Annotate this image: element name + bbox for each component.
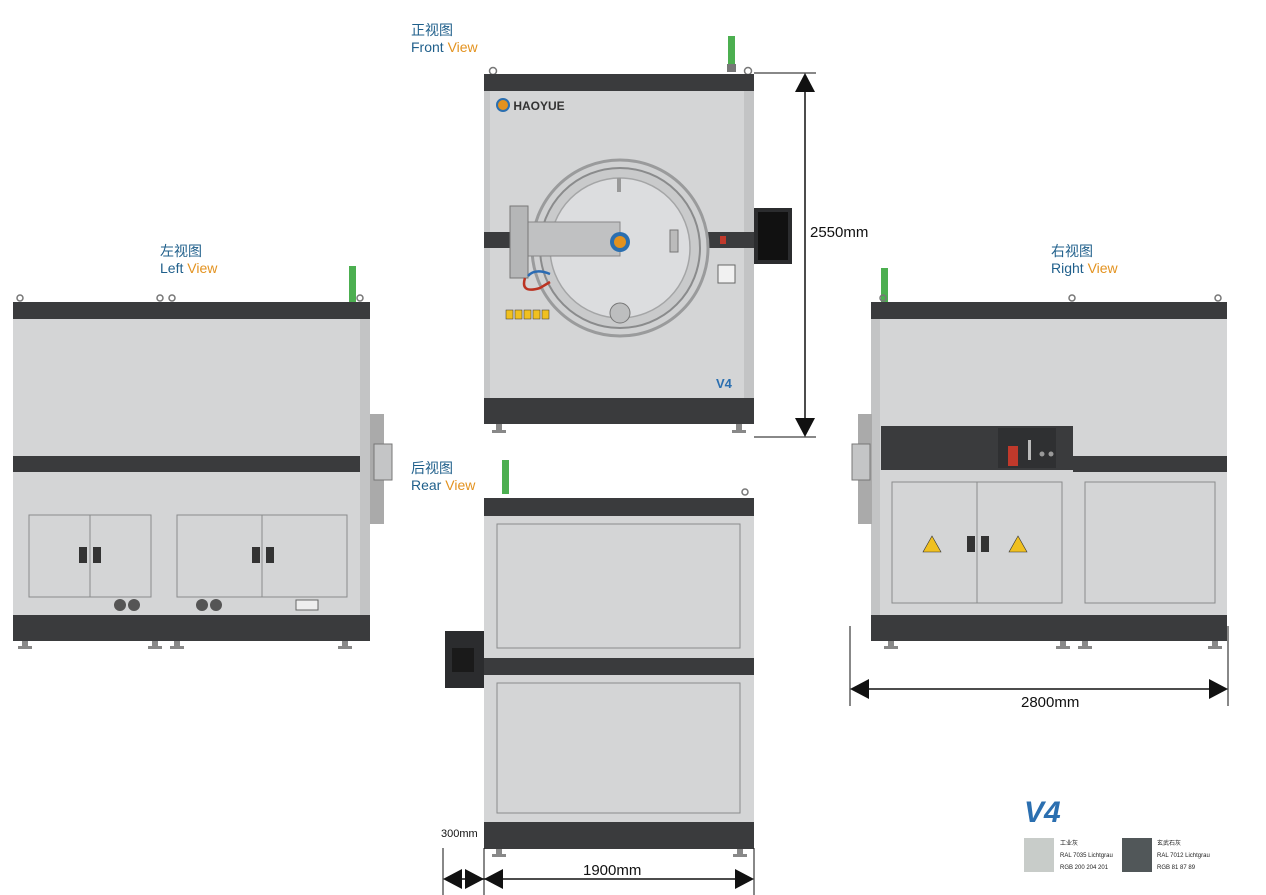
rear-view-label: 后视图 Rear View [411,460,475,494]
front-view-label-en: Front View [411,39,478,55]
left-view [8,264,398,654]
left-view-label-cn: 左视图 [160,243,202,259]
right-view-label: 右视图 Right View [1051,243,1118,277]
haoyue-logo: HAOYUE [496,98,565,113]
swatch-light-grey-ral: RAL 7035 Lichtgrau [1060,853,1113,859]
rear-view-label-cn: 后视图 [411,460,453,476]
height-dimension: 2550mm [810,224,869,241]
front-view: HAOYUE V4 [480,36,820,441]
legend-model-text: V4 [1024,796,1061,829]
length-dimension: 2800mm [1021,694,1080,711]
right-view-label-en: Right View [1051,260,1118,276]
swatch-basalt-grey-color [1122,838,1152,872]
left-view-label: 左视图 Left View [160,243,217,277]
rear-view [438,456,768,895]
haoyue-logo-icon [496,98,510,112]
swatch-light-grey-color [1024,838,1054,872]
model-badge: V4 [716,376,732,391]
width-dimension: 1900mm [583,862,642,879]
swatch-basalt-grey-rgb: RGB 81 87 89 [1157,865,1196,871]
front-view-label-cn: 正视图 [411,22,453,38]
swatch-basalt-grey-name: 玄武石灰 [1157,841,1182,847]
swatch-basalt-grey-ral: RAL 7012 Lichtgrau [1157,853,1210,859]
indicator-light-icon [349,266,356,302]
rear-view-label-en: Rear View [411,477,476,493]
indicator-light-icon [881,268,888,302]
clearance-dimension: 300mm [441,828,478,840]
indicator-light-icon [728,36,735,66]
legend-model-logo: V4 [1024,796,1061,830]
front-view-label: 正视图 Front View [411,22,478,56]
right-view-label-cn: 右视图 [1051,243,1093,259]
swatch-light-grey-rgb: RGB 200 204 201 [1060,865,1109,871]
indicator-light-icon [502,460,509,494]
haoyue-logo-text: HAOYUE [513,99,565,113]
right-view [848,264,1238,724]
swatch-light-grey-name: 工业灰 [1060,841,1079,847]
left-view-label-en: Left View [160,260,218,276]
